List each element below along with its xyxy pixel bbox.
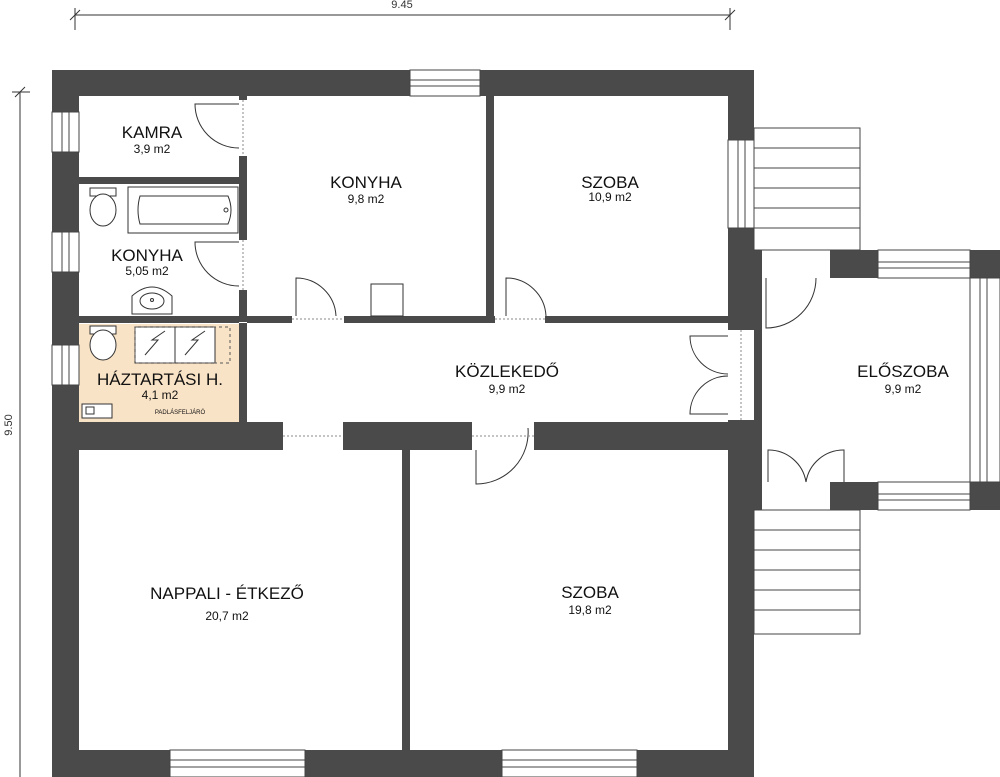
room-area: 9,9 m2 xyxy=(885,382,922,396)
windows xyxy=(51,69,1000,777)
room-area: 5,05 m2 xyxy=(125,264,169,278)
sink-icon xyxy=(131,286,173,315)
utility-toilet-icon xyxy=(89,325,117,361)
room-konyha-small: KONYHA 5,05 m2 xyxy=(111,246,183,278)
room-name: NAPPALI - ÉTKEZŐ xyxy=(150,584,304,603)
room-konyha: KONYHA 9,8 m2 xyxy=(330,173,402,206)
dimension-top xyxy=(69,8,736,30)
room-name: SZOBA xyxy=(561,583,619,602)
stairs-top xyxy=(753,127,861,251)
stairs-bottom xyxy=(753,509,861,635)
room-name: KÖZLEKEDŐ xyxy=(455,362,559,381)
room-name: KONYHA xyxy=(111,246,183,265)
room-nappali: NAPPALI - ÉTKEZŐ 20,7 m2 xyxy=(150,584,304,623)
attic-label: PADLÁSFELJÁRÓ xyxy=(155,409,206,416)
thresholds xyxy=(242,100,742,437)
room-area: 4,1 m2 xyxy=(142,388,179,402)
room-szoba-top: SZOBA 10,9 m2 xyxy=(581,173,639,204)
room-kozlekedo: KÖZLEKEDŐ 9,9 m2 xyxy=(455,362,559,396)
bathtub-icon xyxy=(127,186,239,234)
room-area: 9,8 m2 xyxy=(348,192,385,206)
door-swings xyxy=(194,103,845,485)
room-eloszoba: ELŐSZOBA 9,9 m2 xyxy=(857,362,949,396)
room-area: 9,9 m2 xyxy=(489,382,526,396)
chimney-icon xyxy=(370,283,404,317)
washer-icon xyxy=(134,326,216,364)
room-name: HÁZTARTÁSI H. xyxy=(97,370,223,389)
width-dimension-label: 9.45 xyxy=(391,0,412,11)
height-dimension-label: 9.50 xyxy=(3,414,15,435)
room-name: KAMRA xyxy=(122,123,183,142)
room-area: 19,8 m2 xyxy=(568,603,612,617)
room-name: KONYHA xyxy=(330,173,402,192)
utility-sink-icon xyxy=(81,403,113,419)
room-area: 10,9 m2 xyxy=(588,190,632,204)
room-kamra: KAMRA 3,9 m2 xyxy=(122,123,183,156)
room-haztartasi: HÁZTARTÁSI H. 4,1 m2 PADLÁSFELJÁRÓ xyxy=(97,370,223,416)
room-area: 20,7 m2 xyxy=(205,609,249,623)
room-area: 3,9 m2 xyxy=(134,142,171,156)
room-name: ELŐSZOBA xyxy=(857,362,949,381)
room-name: SZOBA xyxy=(581,173,639,192)
room-szoba-bottom: SZOBA 19,8 m2 xyxy=(561,583,619,617)
dimension-left xyxy=(12,86,30,777)
toilet-icon xyxy=(89,187,117,227)
